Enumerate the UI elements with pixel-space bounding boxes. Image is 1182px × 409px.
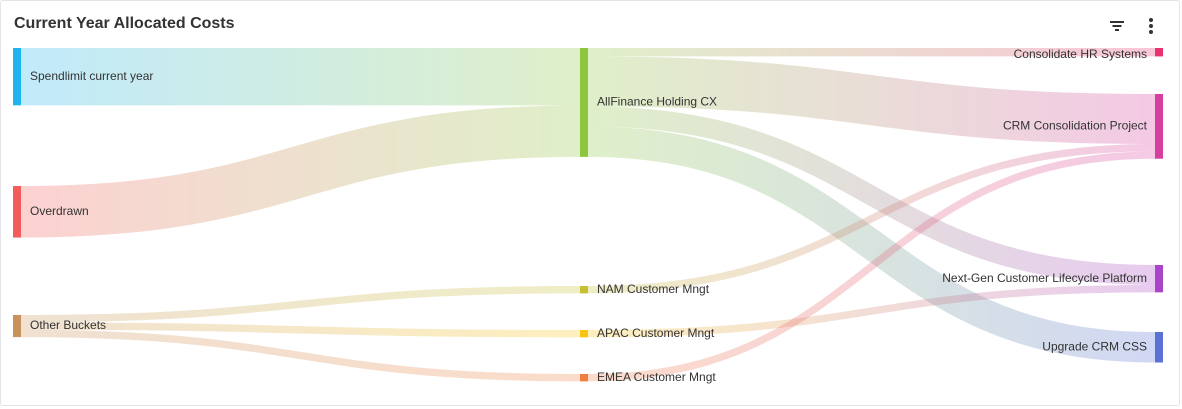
node-emea[interactable] <box>580 374 588 382</box>
node-crm[interactable] <box>1155 94 1163 159</box>
node-hr[interactable] <box>1155 48 1163 57</box>
node-over[interactable] <box>13 186 21 238</box>
link-other-nam[interactable] <box>20 286 581 323</box>
node-nextgen[interactable] <box>1155 265 1163 293</box>
link-over-allfin[interactable] <box>20 105 581 238</box>
filter-icon[interactable] <box>1106 15 1128 37</box>
link-allfin-upgrade[interactable] <box>587 126 1156 363</box>
node-label-crm: CRM Consolidation Project <box>1003 119 1148 133</box>
node-spend[interactable] <box>13 48 21 106</box>
node-other[interactable] <box>13 315 21 338</box>
node-label-nam: NAM Customer Mngt <box>597 282 710 296</box>
link-emea-crm[interactable] <box>587 151 1156 382</box>
link-other-emea[interactable] <box>20 329 581 382</box>
link-nam-crm[interactable] <box>587 143 1156 294</box>
node-label-upgrade: Upgrade CRM CSS <box>1042 339 1147 353</box>
link-other-apac[interactable] <box>20 322 581 338</box>
node-label-nextgen: Next-Gen Customer Lifecycle Platform <box>942 271 1147 285</box>
node-apac[interactable] <box>580 330 588 338</box>
node-nam[interactable] <box>580 286 588 294</box>
more-vertical-icon[interactable] <box>1140 15 1162 37</box>
node-label-spend: Spendlimit current year <box>30 69 153 83</box>
link-allfin-crm[interactable] <box>587 56 1156 144</box>
node-label-allfin: AllFinance Holding CX <box>597 95 717 109</box>
link-allfin-nextgen[interactable] <box>587 106 1156 285</box>
chart-title: Current Year Allocated Costs <box>14 15 235 32</box>
node-allfin[interactable] <box>580 48 588 157</box>
node-label-other: Other Buckets <box>30 318 106 332</box>
node-label-hr: Consolidate HR Systems <box>1014 47 1147 61</box>
node-label-over: Overdrawn <box>30 204 89 218</box>
link-apac-nextgen[interactable] <box>587 284 1156 338</box>
node-upgrade[interactable] <box>1155 332 1163 363</box>
node-label-emea: EMEA Customer Mngt <box>597 370 716 384</box>
node-label-apac: APAC Customer Mngt <box>597 326 715 340</box>
